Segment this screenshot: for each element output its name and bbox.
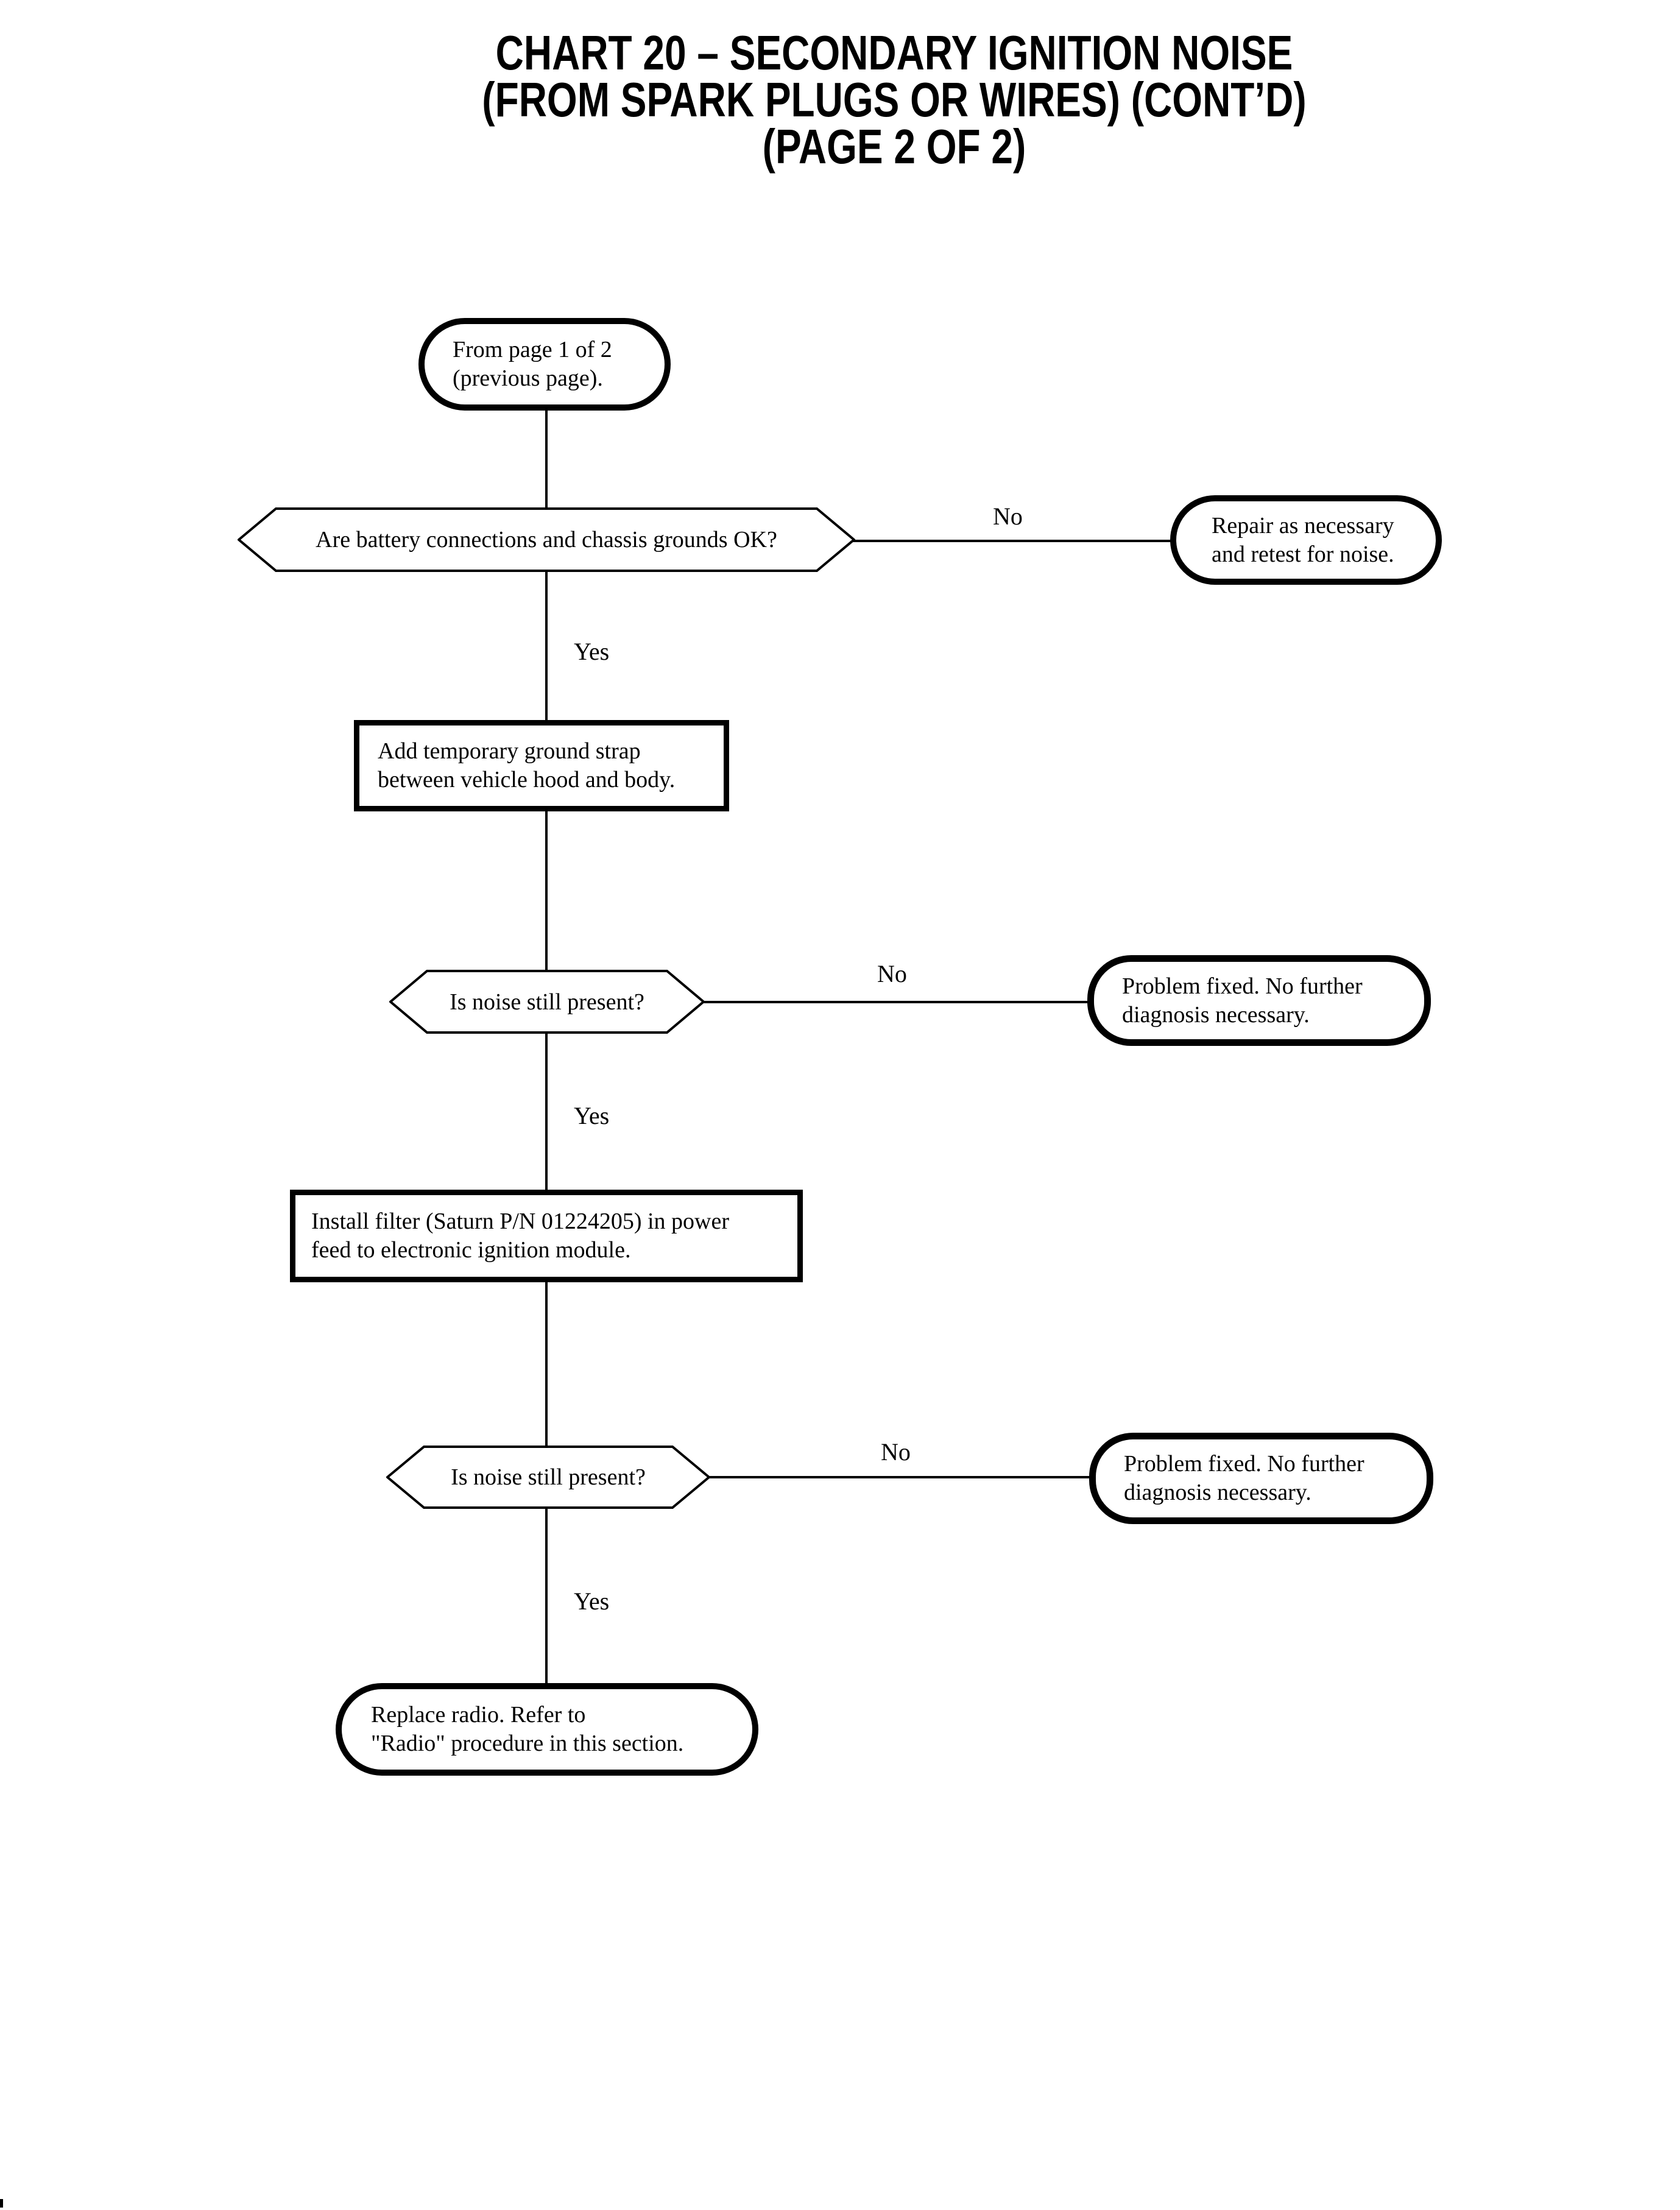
hexagon-shape [389,970,705,1034]
terminal-problem-fixed-2-line-1: Problem fixed. No further [1124,1451,1364,1477]
terminal-repair-line-1: Repair as necessary [1212,512,1394,538]
process-install-filter: Install filter (Saturn P/N 01224205) in … [290,1190,803,1282]
decision-battery-grounds: Are battery connections and chassis grou… [238,507,855,572]
decision-noise-1: Is noise still present? [389,970,705,1034]
terminal-replace-radio-line-2: "Radio" procedure in this section. [371,1731,684,1756]
terminal-problem-fixed-1-line-1: Problem fixed. No further [1122,973,1363,999]
edge-label-yes-3: Yes [574,1587,610,1615]
terminal-replace-radio: Replace radio. Refer to "Radio" procedur… [336,1683,758,1776]
connector-decision3-no [708,1476,1092,1478]
scan-artifact [0,2199,3,2208]
chart-title: CHART 20 – SECONDARY IGNITION NOISE (FRO… [480,26,1308,174]
connector-decision3-to-end [545,1508,548,1686]
decision-battery-grounds-label: Are battery connections and chassis grou… [316,527,777,552]
process-ground-strap-line-1: Add temporary ground strap [378,738,641,764]
connector-process2-to-decision3 [545,1280,548,1448]
connector-decision2-to-process2 [545,1033,548,1192]
terminal-problem-fixed-1-line-2: diagnosis necessary. [1122,1001,1310,1028]
terminal-start: From page 1 of 2 (previous page). [418,318,671,411]
terminal-replace-radio-line-1: Replace radio. Refer to [371,1702,586,1728]
process-ground-strap: Add temporary ground strap between vehic… [354,720,729,811]
chart-title-line-2: (FROM SPARK PLUGS OR WIRES) (CONT’D) [482,72,1307,127]
terminal-problem-fixed-2-line-2: diagnosis necessary. [1124,1480,1311,1505]
hexagon-shape [386,1446,710,1509]
edge-label-yes-1: Yes [574,638,610,665]
terminal-problem-fixed-1: Problem fixed. No further diagnosis nece… [1087,955,1431,1046]
connector-process1-to-decision2 [545,810,548,972]
terminal-problem-fixed-2: Problem fixed. No further diagnosis nece… [1089,1433,1433,1524]
decision-noise-1-label: Is noise still present? [450,989,644,1015]
decision-noise-2-label: Is noise still present? [451,1464,646,1490]
connector-decision2-no [702,1001,1090,1003]
process-install-filter-line-2: feed to electronic ignition module. [311,1237,631,1263]
connector-start-to-decision1 [545,408,548,510]
decision-noise-2: Is noise still present? [386,1446,710,1509]
chart-title-line-1: CHART 20 – SECONDARY IGNITION NOISE [495,26,1293,80]
hexagon-shape [238,507,855,572]
chart-title-line-3: (PAGE 2 OF 2) [762,119,1026,174]
terminal-repair-line-2: and retest for noise. [1212,541,1394,567]
connector-decision1-to-process1 [545,571,548,722]
connector-decision1-no [853,540,1173,542]
edge-label-no-2: No [877,960,907,987]
edge-label-yes-2: Yes [574,1102,610,1129]
terminal-start-line-1: From page 1 of 2 [453,337,612,362]
process-install-filter-line-1: Install filter (Saturn P/N 01224205) in … [311,1209,730,1234]
edge-label-no-1: No [993,503,1023,530]
edge-label-no-3: No [881,1438,911,1466]
process-ground-strap-line-2: between vehicle hood and body. [378,767,676,793]
terminal-repair: Repair as necessary and retest for noise… [1170,495,1442,585]
terminal-start-line-2: (previous page). [453,365,603,391]
